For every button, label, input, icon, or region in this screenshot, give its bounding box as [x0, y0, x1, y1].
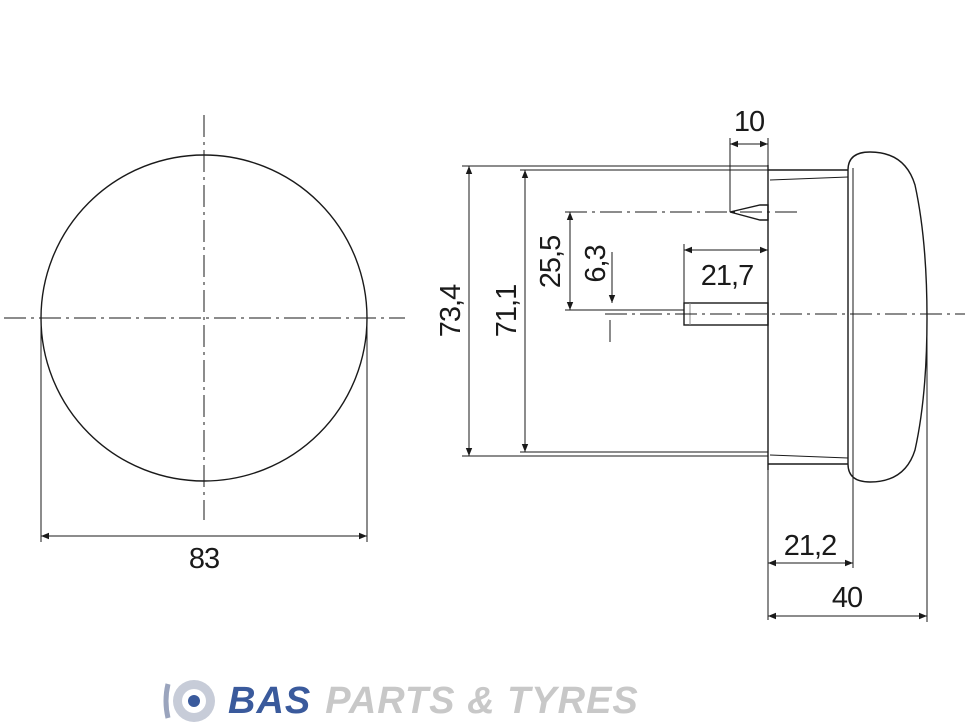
logo-tagline: PARTS & TYRES — [325, 679, 639, 722]
dimension-label-21-7: 21,7 — [701, 260, 753, 292]
dimension-label-25-5: 25,5 — [535, 236, 567, 288]
logo-brand: BAS — [228, 679, 312, 722]
dimension-label-73-4: 73,4 — [435, 284, 467, 337]
dimension-label-21-2: 21,2 — [784, 530, 836, 562]
tyre-icon — [163, 680, 215, 722]
company-logo: BAS PARTS & TYRES — [160, 676, 639, 726]
lens-cap — [847, 151, 928, 483]
dimension-label-40: 40 — [832, 582, 862, 614]
dimension-label-71-1: 71,1 — [491, 285, 523, 337]
dimension-label-6-3: 6,3 — [580, 245, 612, 282]
dimension-label-10: 10 — [734, 106, 764, 138]
housing-top-taper — [769, 176, 849, 181]
side-view: 73,4 71,1 25,5 6,3 10 21,7 21,2 40 — [435, 106, 965, 622]
housing-bottom-taper — [769, 454, 849, 459]
logo-wordmark: BAS PARTS & TYRES — [228, 680, 639, 723]
dimension-label-83: 83 — [189, 543, 219, 575]
front-view: 83 — [4, 115, 405, 575]
